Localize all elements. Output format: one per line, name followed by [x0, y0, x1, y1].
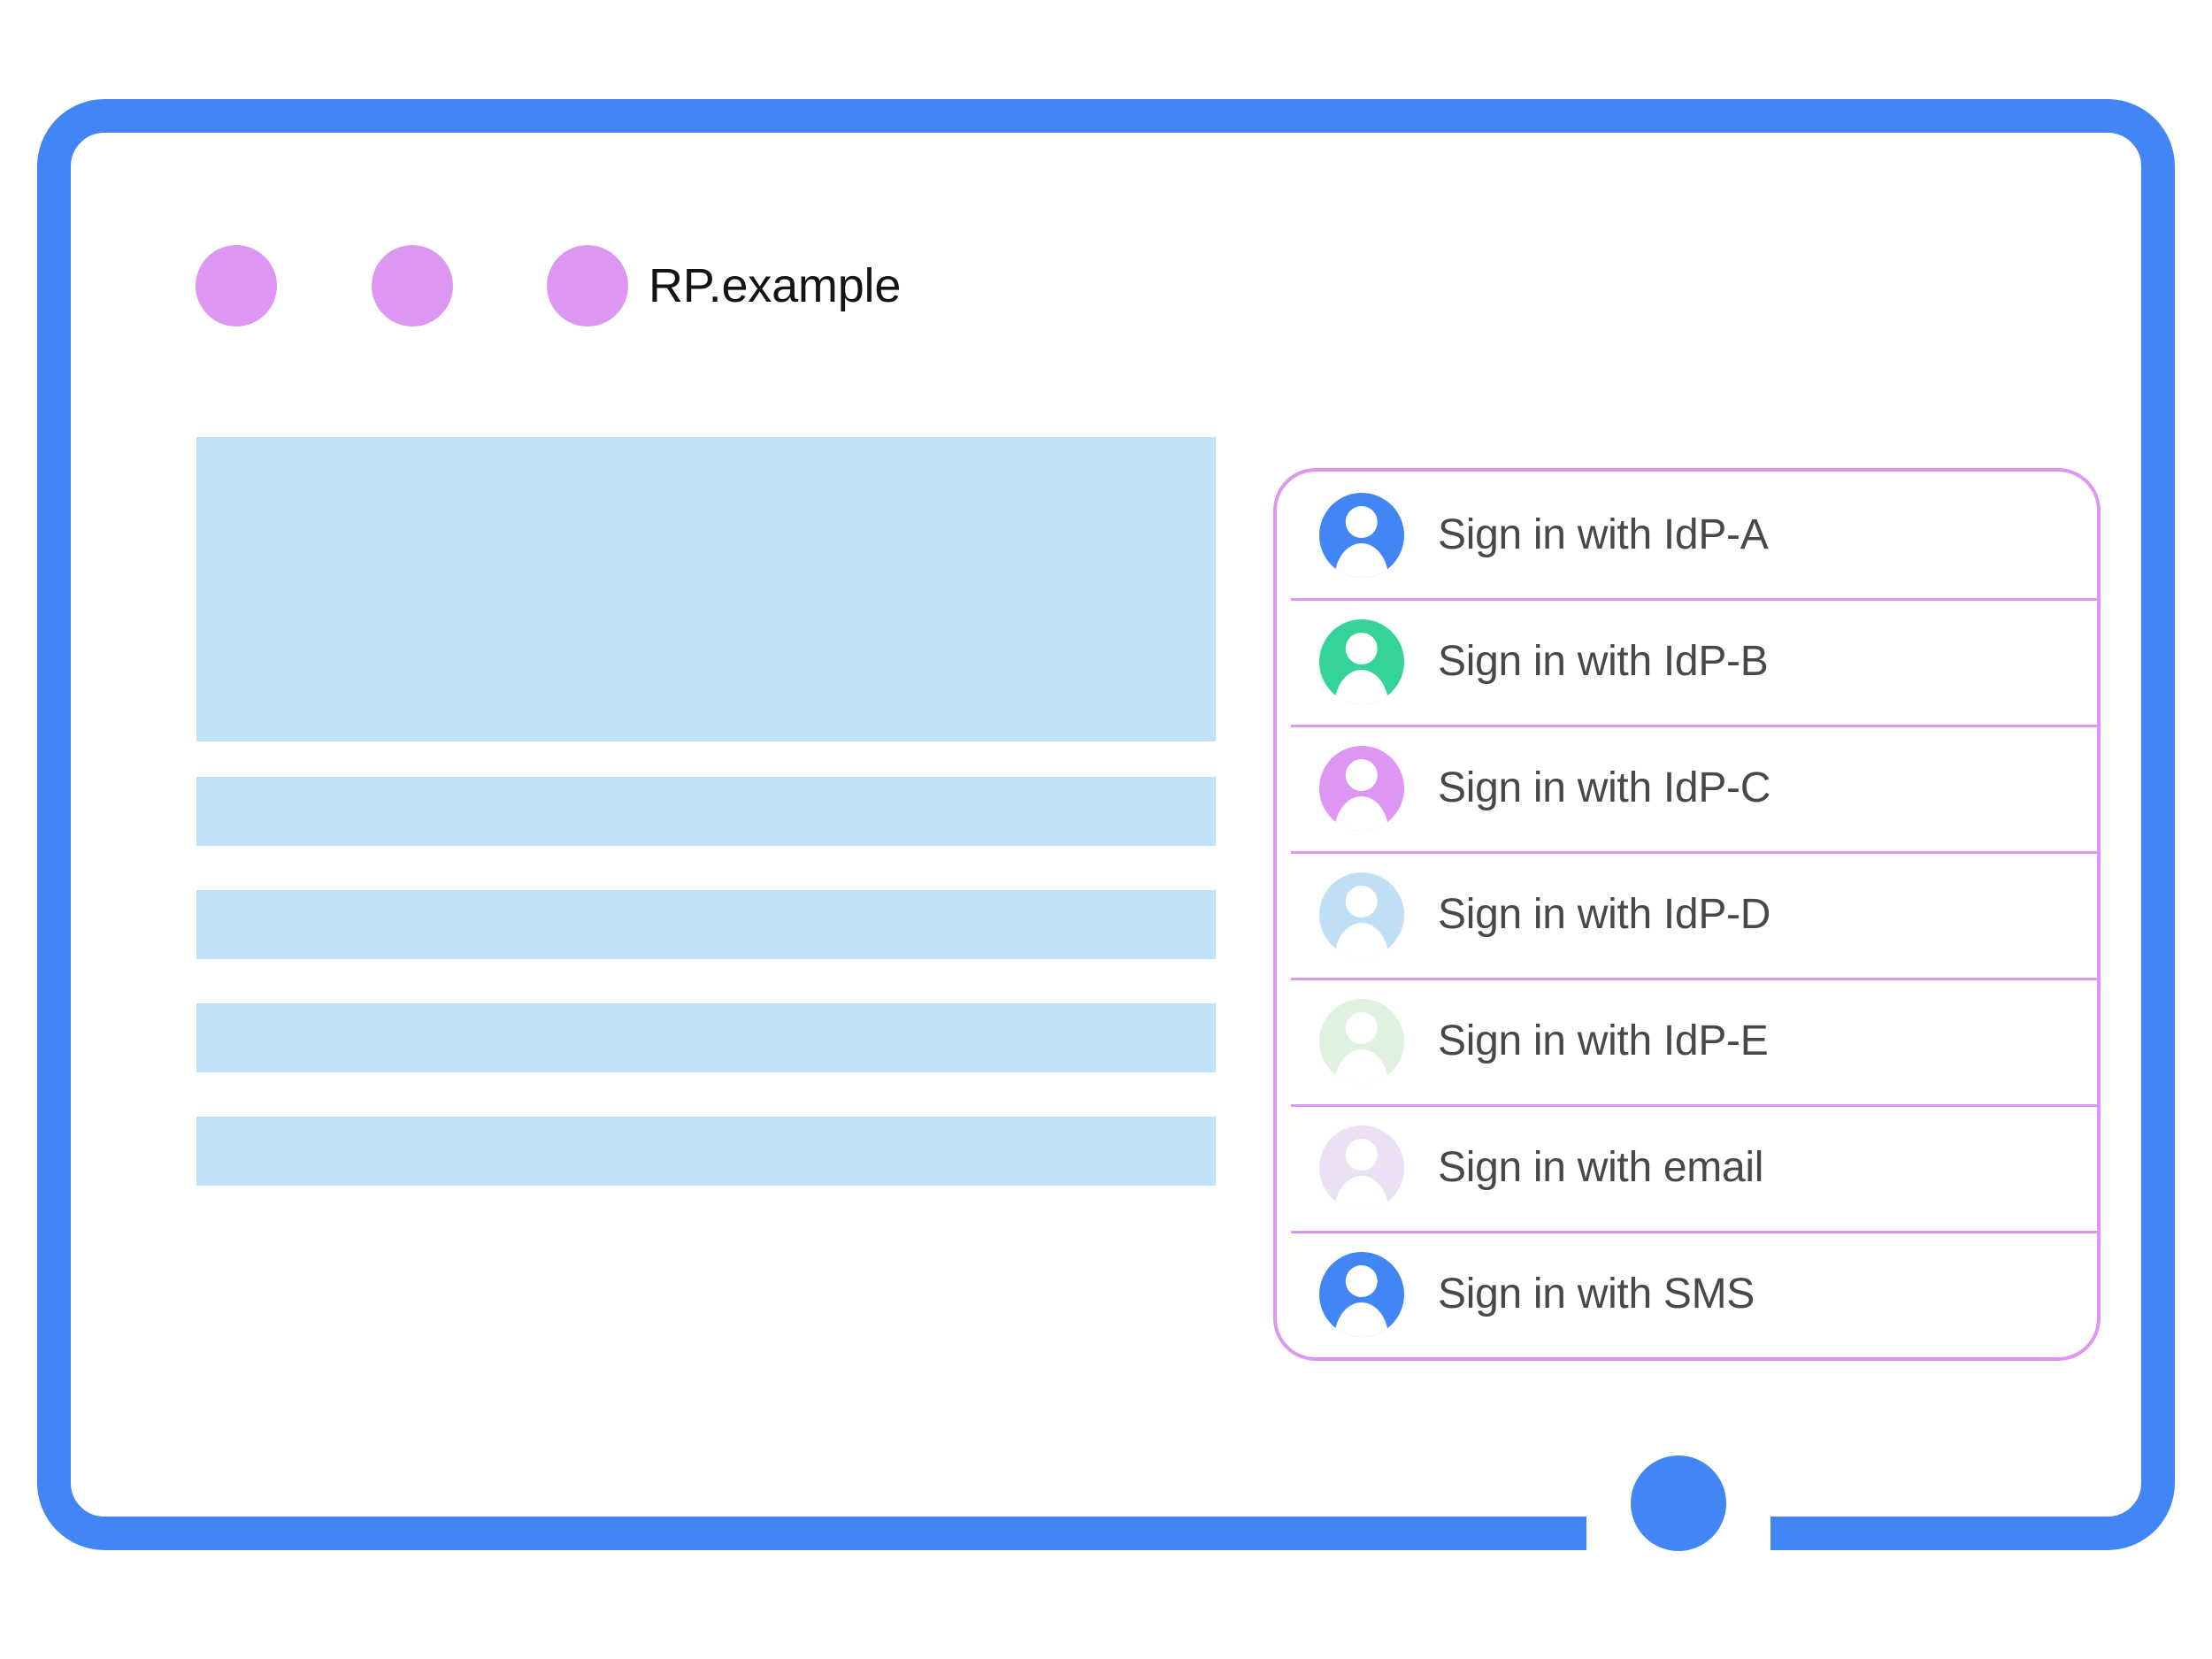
- person-avatar-icon: [1319, 998, 1404, 1084]
- person-avatar-icon: [1319, 1125, 1404, 1210]
- window-dot-close-icon[interactable]: [196, 245, 277, 326]
- signin-option-label: Sign in with IdP-D: [1438, 891, 1771, 938]
- browser-title-bar: RP.example: [113, 202, 2099, 343]
- content-placeholder-bar: [196, 1117, 1216, 1186]
- page-title: RP.example: [649, 259, 902, 312]
- person-avatar-icon: [1319, 872, 1404, 957]
- window-dot-minimize-icon[interactable]: [372, 245, 453, 326]
- person-avatar-icon: [1319, 745, 1404, 831]
- signin-option-email[interactable]: Sign in with email: [1277, 1104, 2097, 1231]
- content-placeholder-bar: [196, 890, 1216, 959]
- content-placeholder-bar: [196, 1003, 1216, 1072]
- signin-option-idp-b[interactable]: Sign in with IdP-B: [1277, 598, 2097, 725]
- person-avatar-icon: [1319, 1251, 1404, 1337]
- signin-option-idp-a[interactable]: Sign in with IdP-A: [1277, 472, 2097, 598]
- signin-option-idp-d[interactable]: Sign in with IdP-D: [1277, 851, 2097, 978]
- signin-option-label: Sign in with SMS: [1438, 1271, 1755, 1317]
- signin-options-card: Sign in with IdP-A Sign in with IdP-B Si…: [1273, 468, 2101, 1361]
- person-avatar-icon: [1319, 618, 1404, 704]
- signin-option-idp-e[interactable]: Sign in with IdP-E: [1277, 978, 2097, 1104]
- signin-option-label: Sign in with IdP-A: [1438, 511, 1769, 558]
- content-placeholder-column: [196, 437, 1216, 1186]
- signin-option-label: Sign in with IdP-C: [1438, 764, 1771, 811]
- home-button[interactable]: [1631, 1455, 1726, 1551]
- device-frame: [37, 99, 2175, 1550]
- signin-option-label: Sign in with IdP-E: [1438, 1018, 1769, 1064]
- person-avatar-icon: [1319, 492, 1404, 578]
- signin-option-label: Sign in with IdP-B: [1438, 638, 1769, 685]
- signin-option-sms[interactable]: Sign in with SMS: [1277, 1231, 2097, 1357]
- signin-option-label: Sign in with email: [1438, 1144, 1764, 1191]
- content-placeholder-bar: [196, 777, 1216, 846]
- signin-option-idp-c[interactable]: Sign in with IdP-C: [1277, 725, 2097, 851]
- content-placeholder-hero: [196, 437, 1216, 741]
- browser-window: RP.example Sign in with IdP-A Sign in wi…: [113, 202, 2101, 1449]
- window-dot-maximize-icon[interactable]: [547, 245, 628, 326]
